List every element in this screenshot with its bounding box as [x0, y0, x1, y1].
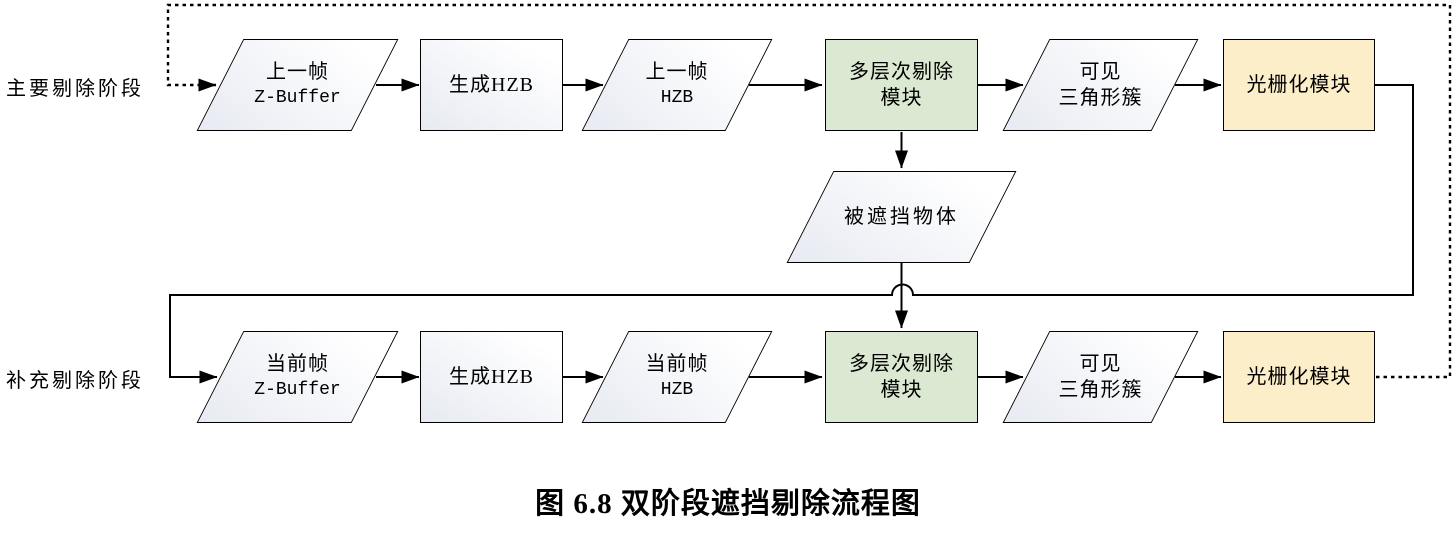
- node-visible-triangle-clusters-top: 可见三角形簇: [1002, 39, 1199, 131]
- node-label-line: 可见: [1079, 353, 1122, 375]
- node-rasterization-module-top: 光栅化模块: [1223, 39, 1375, 131]
- node-prev-frame-hzb: 上一帧 HZB: [581, 39, 773, 131]
- node-current-frame-zbuffer: 当前帧 Z-Buffer: [196, 331, 399, 423]
- figure-caption: 图 6.8 双阶段遮挡剔除流程图: [535, 488, 921, 520]
- node-generate-hzb-bottom: 生成HZB: [420, 331, 563, 423]
- rectangle-shape: [420, 39, 563, 131]
- node-visible-triangle-clusters-bottom: 可见三角形簇: [1002, 331, 1199, 423]
- node-label-line: 模块: [880, 87, 923, 109]
- node-label-line: Z-Buffer: [254, 380, 341, 400]
- stage-label-supplement: 补充剔除阶段: [6, 370, 144, 392]
- node-label-line: 生成HZB: [449, 74, 534, 96]
- node-label-line: Z-Buffer: [254, 88, 341, 108]
- rectangle-shape: [420, 331, 563, 423]
- node-rasterization-module-bottom: 光栅化模块: [1223, 331, 1375, 423]
- rectangle-shape: [1223, 331, 1375, 423]
- node-label-line: 上一帧: [645, 61, 709, 83]
- node-label-line: 多层次剔除: [849, 61, 954, 83]
- connector-rastertop-to-curzbuffer: [169, 84, 1414, 384]
- node-label-line: HZB: [660, 88, 694, 108]
- node-label-line: 多层次剔除: [849, 353, 954, 375]
- node-occluded-objects: 被遮挡物体: [786, 171, 1017, 263]
- node-label-line: HZB: [660, 380, 694, 400]
- rectangle-shape: [825, 39, 978, 131]
- node-label-line: 光栅化模块: [1246, 366, 1352, 388]
- node-label-line: 三角形簇: [1058, 379, 1143, 401]
- connector-feedback-rasterbottom-to-prevzbuffer: [166, 3, 1452, 379]
- rectangle-shape: [1223, 39, 1375, 131]
- node-label-line: 当前帧: [266, 353, 329, 375]
- node-prev-frame-zbuffer: 上一帧 Z-Buffer: [196, 39, 399, 131]
- stage-label-main: 主要剔除阶段: [6, 78, 144, 100]
- node-generate-hzb-top: 生成HZB: [420, 39, 563, 131]
- node-label-line: 三角形簇: [1058, 87, 1143, 109]
- node-label-line: 当前帧: [645, 353, 709, 375]
- node-label-line: 被遮挡物体: [844, 206, 959, 228]
- node-multilevel-culling-module-top: 多层次剔除模块: [825, 39, 978, 131]
- node-label-line: 可见: [1079, 61, 1122, 83]
- node-label-line: 上一帧: [266, 61, 329, 83]
- node-label-line: 生成HZB: [449, 366, 534, 388]
- node-label-line: 光栅化模块: [1246, 74, 1352, 96]
- node-label-line: 模块: [880, 379, 923, 401]
- node-multilevel-culling-module-bottom: 多层次剔除模块: [825, 331, 978, 423]
- rectangle-shape: [825, 331, 978, 423]
- node-current-frame-hzb: 当前帧 HZB: [581, 331, 773, 423]
